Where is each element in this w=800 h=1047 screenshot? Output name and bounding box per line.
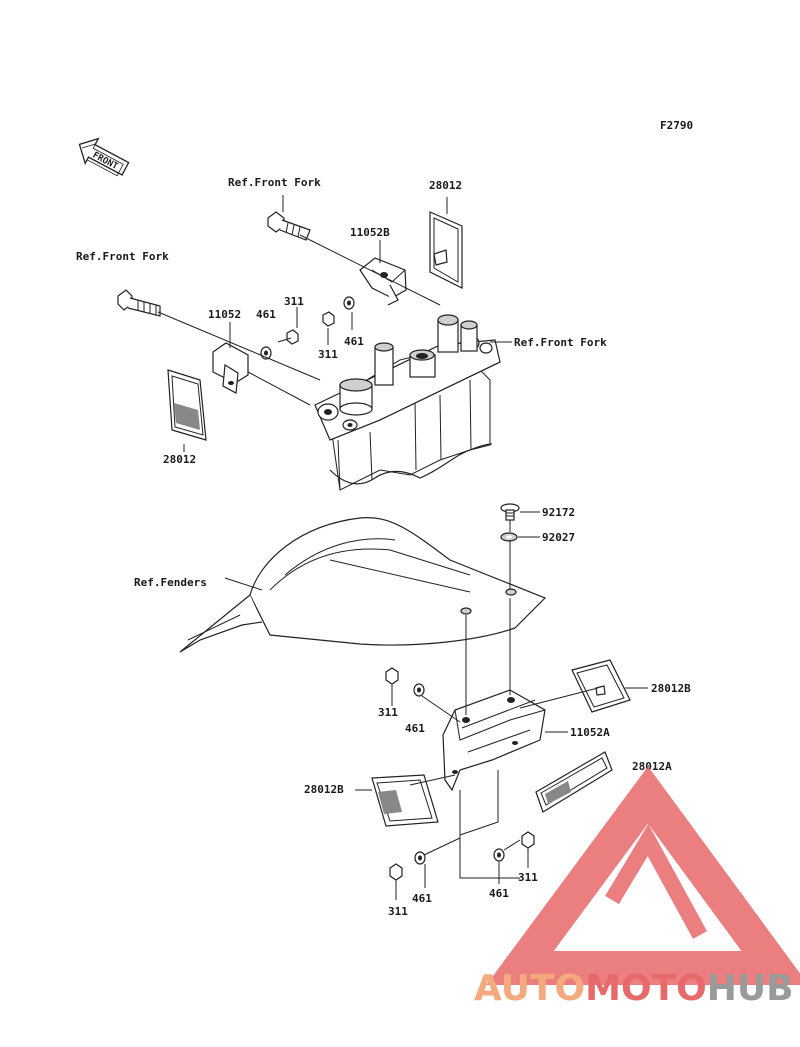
bracket-11052a-icon <box>442 689 546 792</box>
nut-311-c-icon <box>385 667 399 685</box>
front-arrow-icon: FRONT <box>78 137 130 177</box>
ref-front-fork-right-label: Ref.Front Fork <box>514 336 607 349</box>
ref-fenders-label: Ref.Fenders <box>134 576 207 589</box>
part-28012-left-label: 28012 <box>163 453 196 466</box>
bracket-11052-icon <box>212 342 249 394</box>
part-28012b-left-label: 28012B <box>304 783 344 796</box>
part-461-b-label: 461 <box>344 335 364 348</box>
bolt-upper-left-icon <box>117 289 161 317</box>
screw-92172-icon <box>500 503 520 521</box>
part-461-a-label: 461 <box>256 308 276 321</box>
nut-311-a-icon <box>286 329 299 345</box>
leader-lines-upper <box>157 195 512 452</box>
front-fork-assembly <box>314 314 501 491</box>
washer-461-c-icon <box>413 683 425 697</box>
part-461-e-label: 461 <box>489 887 509 900</box>
washer-461-d-icon <box>414 851 426 865</box>
watermark-auto: AUTO <box>474 968 585 1009</box>
nut-311-d-icon <box>389 863 403 881</box>
part-11052a-label: 11052A <box>570 726 610 739</box>
part-28012a-label: 28012A <box>632 760 672 773</box>
reflector-28012b-right-icon <box>571 659 631 713</box>
leader-lines-lower <box>224 511 648 900</box>
nut-311-e-icon <box>521 831 535 849</box>
washer-92027-icon <box>500 532 518 542</box>
part-311-a-label: 311 <box>284 295 304 308</box>
bolt-upper-center-icon <box>267 211 311 241</box>
washer-461-e-icon <box>493 848 505 862</box>
part-11052b-label: 11052B <box>350 226 390 239</box>
part-92172-label: 92172 <box>542 506 575 519</box>
watermark-hub: HUB <box>707 968 794 1009</box>
washer-461-b-icon <box>343 296 355 310</box>
part-92027-label: 92027 <box>542 531 575 544</box>
screw-small-icon <box>433 249 448 266</box>
watermark-text: AUTOMOTOHUB <box>474 968 794 1009</box>
part-461-c-label: 461 <box>405 722 425 735</box>
nut-311-b-icon <box>322 311 335 327</box>
part-11052-label: 11052 <box>208 308 241 321</box>
part-28012b-right-label: 28012B <box>651 682 691 695</box>
watermark-logo <box>486 766 800 985</box>
reflector-28012b-left-icon <box>371 774 439 827</box>
part-311-c-label: 311 <box>378 706 398 719</box>
part-461-d-label: 461 <box>412 892 432 905</box>
ref-front-fork-left-label: Ref.Front Fork <box>76 250 169 263</box>
watermark-triangle-icon <box>486 766 800 985</box>
reflector-28012a-icon <box>535 751 613 813</box>
watermark-moto: MOTO <box>585 968 707 1009</box>
reflector-28012-left-icon <box>167 369 207 441</box>
rear-fender-icon <box>179 517 547 653</box>
figure-id: F2790 <box>660 119 693 132</box>
bracket-11052b-icon <box>359 257 407 306</box>
part-311-b-label: 311 <box>318 348 338 361</box>
part-311-d-label: 311 <box>388 905 408 918</box>
part-311-e-label: 311 <box>518 871 538 884</box>
ref-front-fork-top-label: Ref.Front Fork <box>228 176 321 189</box>
part-28012-top-label: 28012 <box>429 179 462 192</box>
